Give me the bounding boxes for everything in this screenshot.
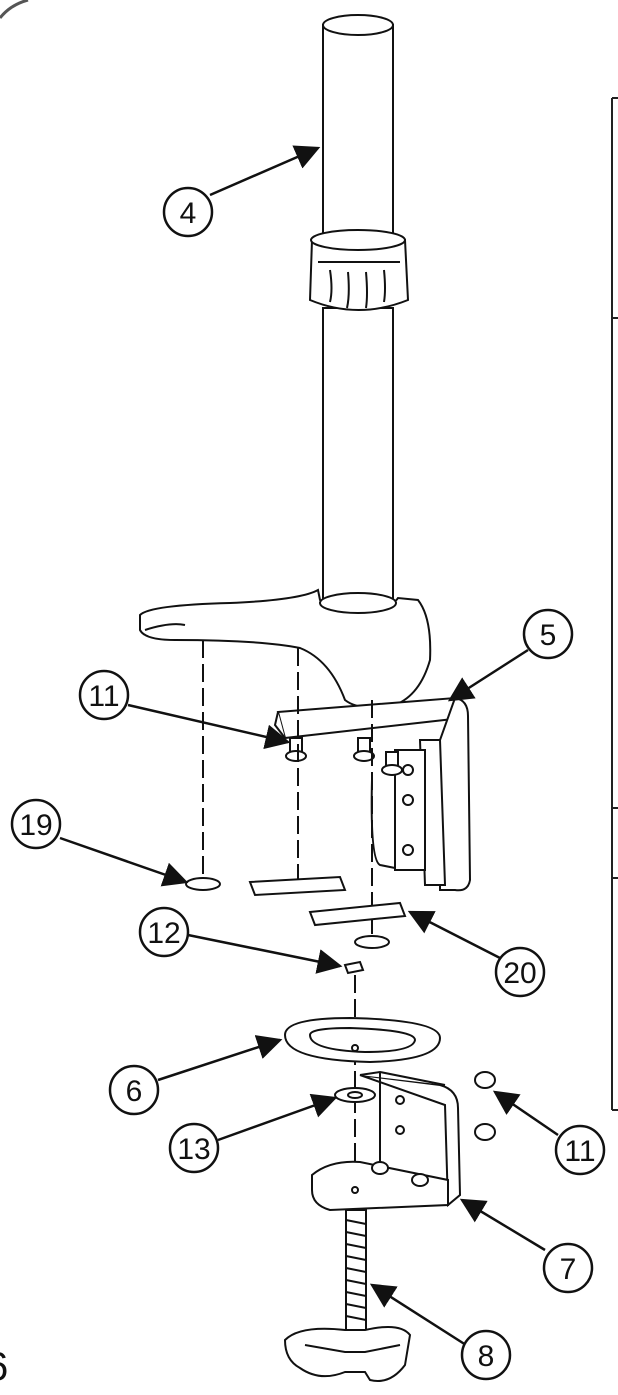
callout-label: 8	[478, 1340, 495, 1373]
callout-19: 19	[10, 798, 62, 850]
callout-5: 5	[522, 608, 574, 660]
base-arm	[139, 588, 432, 709]
callout-4: 4	[162, 186, 214, 238]
callout-20: 20	[494, 946, 546, 998]
parts-table-border	[611, 97, 618, 1111]
callout-label: 12	[147, 917, 180, 950]
callout-label: 7	[560, 1253, 577, 1286]
adhesive-strips	[248, 875, 407, 927]
callout-12: 12	[138, 906, 190, 958]
callout-11-lower: 11	[554, 1124, 606, 1176]
bracket-screws	[285, 737, 403, 776]
top-bracket	[273, 696, 472, 892]
callout-6: 6	[108, 1064, 160, 1116]
callout-label: 19	[19, 809, 52, 842]
callout-label: 4	[180, 197, 197, 230]
lower-bracket-screws	[371, 1071, 496, 1187]
lower-bracket	[311, 1070, 462, 1212]
callout-label: 5	[540, 619, 557, 652]
callout-8: 8	[460, 1329, 512, 1381]
clamp-plate	[283, 1016, 442, 1064]
callout-label: 6	[126, 1075, 143, 1108]
callout-label: 11	[564, 1135, 595, 1168]
leader-arrows	[59, 145, 559, 1347]
callout-13: 13	[168, 1122, 220, 1174]
clamp-screw	[283, 1209, 412, 1382]
page-number: 6	[0, 1345, 8, 1390]
page-corner-border	[0, 0, 29, 19]
callout-label: 11	[88, 680, 119, 713]
pole-collar	[308, 229, 410, 311]
callout-label: 13	[177, 1133, 210, 1166]
nut	[343, 960, 365, 975]
washer	[334, 1087, 376, 1103]
callout-7: 7	[542, 1242, 594, 1294]
callout-label: 20	[503, 957, 536, 990]
pole	[322, 14, 394, 609]
callout-11-upper: 11	[78, 669, 130, 721]
